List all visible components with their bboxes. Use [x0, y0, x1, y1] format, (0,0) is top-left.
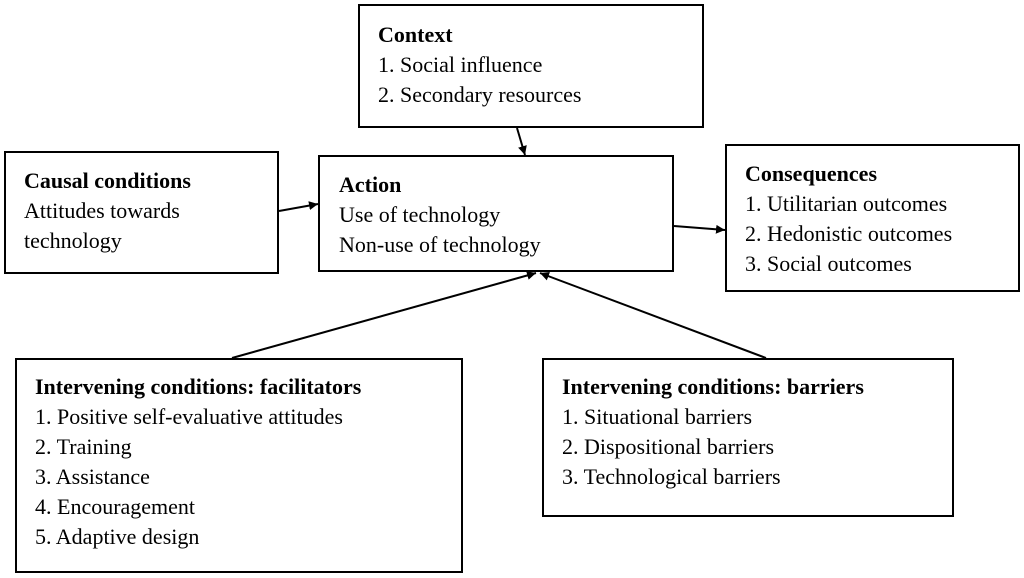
- action-title: Action: [339, 172, 402, 197]
- arrow-barriers-to-action: [539, 271, 767, 359]
- facilitators-item: 5. Adaptive design: [35, 524, 200, 549]
- facilitators-item: 1. Positive self-evaluative attitudes: [35, 404, 343, 429]
- consequences-item: 3. Social outcomes: [745, 251, 912, 276]
- context-title: Context: [378, 22, 453, 47]
- action-box: Action Use of technology Non-use of tech…: [318, 155, 674, 272]
- barriers-title: Intervening conditions: barriers: [562, 374, 864, 399]
- consequences-title: Consequences: [745, 161, 878, 186]
- arrow-context-to-action: [516, 127, 527, 156]
- barriers-box: Intervening conditions: barriers 1. Situ…: [542, 358, 954, 517]
- action-item: Use of technology: [339, 202, 501, 227]
- arrow-action-to-consequences: [673, 224, 726, 234]
- facilitators-box: Intervening conditions: facilitators 1. …: [15, 358, 463, 573]
- context-box: Context 1. Social influence 2. Secondary…: [358, 4, 704, 128]
- causal-conditions-box: Causal conditions Attitudes towards tech…: [4, 151, 279, 274]
- arrow-causal-to-action: [278, 201, 319, 212]
- facilitators-item: 3. Assistance: [35, 464, 150, 489]
- consequences-box: Consequences 1. Utilitarian outcomes 2. …: [725, 144, 1020, 292]
- arrow-facilitators-to-action: [231, 271, 537, 359]
- facilitators-title: Intervening conditions: facilitators: [35, 374, 362, 399]
- facilitators-item: 4. Encouragement: [35, 494, 196, 519]
- barriers-item: 3. Technological barriers: [562, 464, 781, 489]
- context-item: 2. Secondary resources: [378, 82, 582, 107]
- barriers-item: 1. Situational barriers: [562, 404, 753, 429]
- barriers-item: 2. Dispositional barriers: [562, 434, 775, 459]
- causal-conditions-line: technology: [24, 228, 122, 253]
- facilitators-item: 2. Training: [35, 434, 132, 459]
- consequences-item: 2. Hedonistic outcomes: [745, 221, 953, 246]
- causal-conditions-title: Causal conditions: [24, 168, 191, 193]
- context-item: 1. Social influence: [378, 52, 543, 77]
- causal-conditions-line: Attitudes towards: [24, 198, 180, 223]
- consequences-item: 1. Utilitarian outcomes: [745, 191, 948, 216]
- action-item: Non-use of technology: [339, 232, 541, 257]
